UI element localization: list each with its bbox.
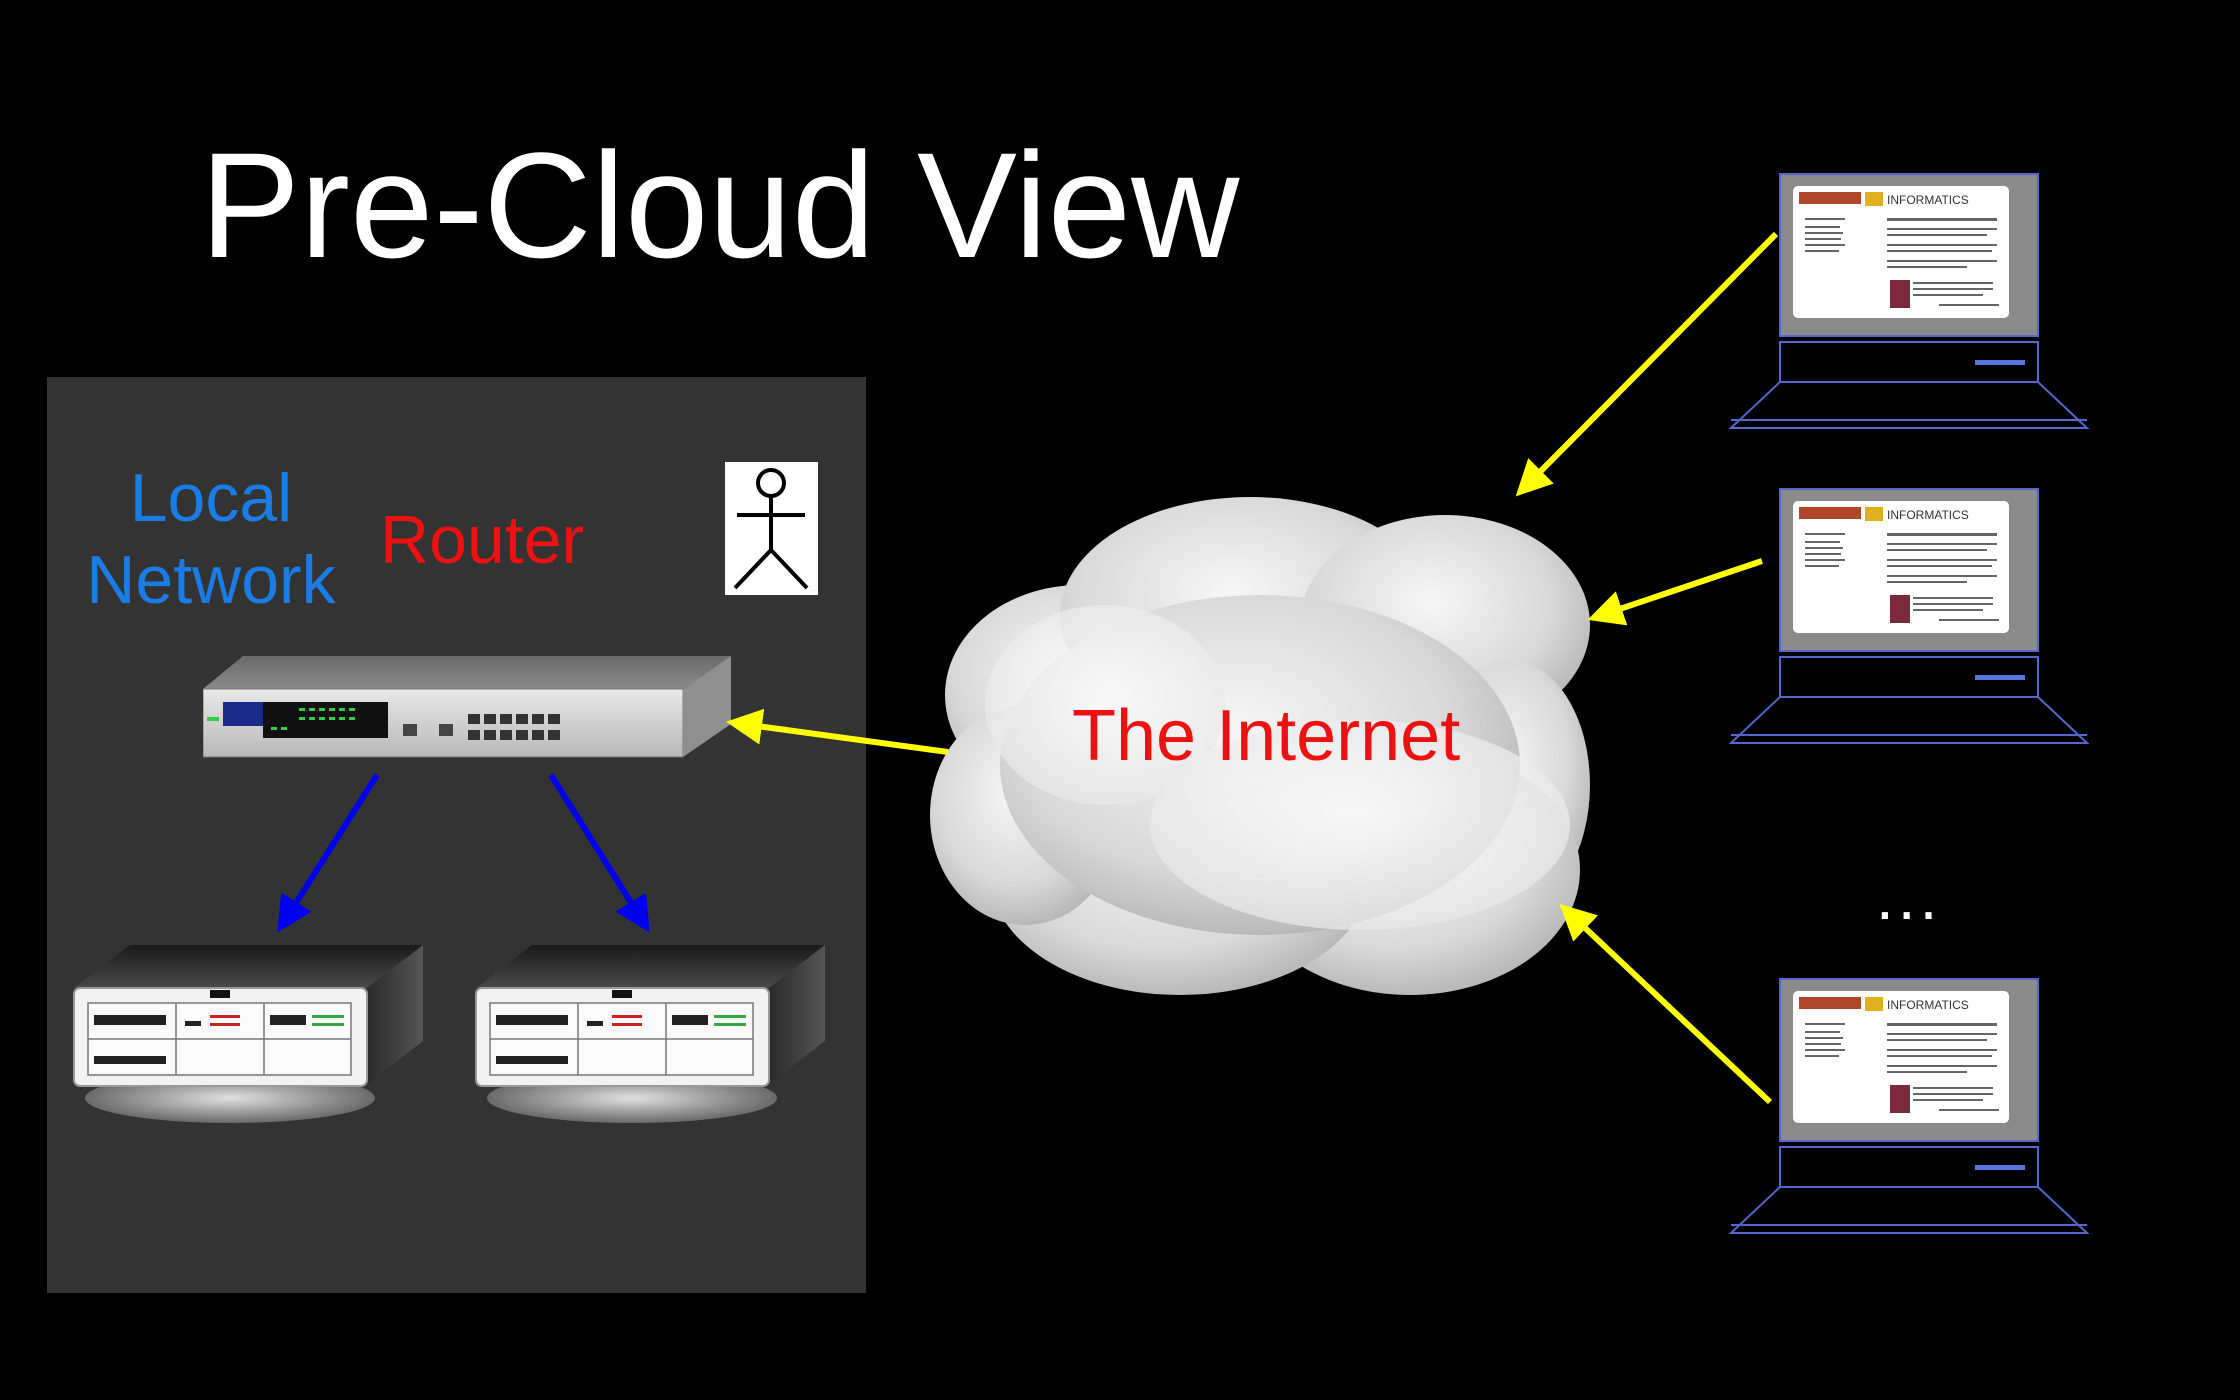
laptop-brand-text: INFORMATICS <box>1887 508 1969 522</box>
router-icon <box>203 656 731 758</box>
arrow-internet-to-router <box>726 708 949 755</box>
arrow-router-to-server-left <box>277 773 380 933</box>
cloud-icon <box>930 497 1590 995</box>
laptop-icon: INFORMATICS <box>1729 978 2090 1234</box>
laptop-brand-text: INFORMATICS <box>1887 193 1969 207</box>
arrow-laptop1-to-internet <box>1515 231 1779 497</box>
person-icon <box>725 462 818 595</box>
laptop-icon: INFORMATICS <box>1729 173 2090 429</box>
ellipsis: ... <box>1876 861 1942 933</box>
local-network-label: Local Network <box>84 458 338 621</box>
laptop-icon: INFORMATICS <box>1729 488 2090 744</box>
internet-label: The Internet <box>1072 696 1461 776</box>
arrow-router-to-server-right <box>548 773 650 933</box>
local-network-label-text: Local Network <box>86 460 336 618</box>
arrow-laptop3-to-internet <box>1559 903 1773 1105</box>
slide-title: Pre-Cloud View <box>200 121 1240 289</box>
arrow-laptop2-to-internet <box>1587 558 1763 626</box>
server-icon <box>73 945 423 1123</box>
laptop-brand-text: INFORMATICS <box>1887 998 1969 1012</box>
server-icon <box>475 945 825 1123</box>
router-label: Router <box>380 502 585 578</box>
